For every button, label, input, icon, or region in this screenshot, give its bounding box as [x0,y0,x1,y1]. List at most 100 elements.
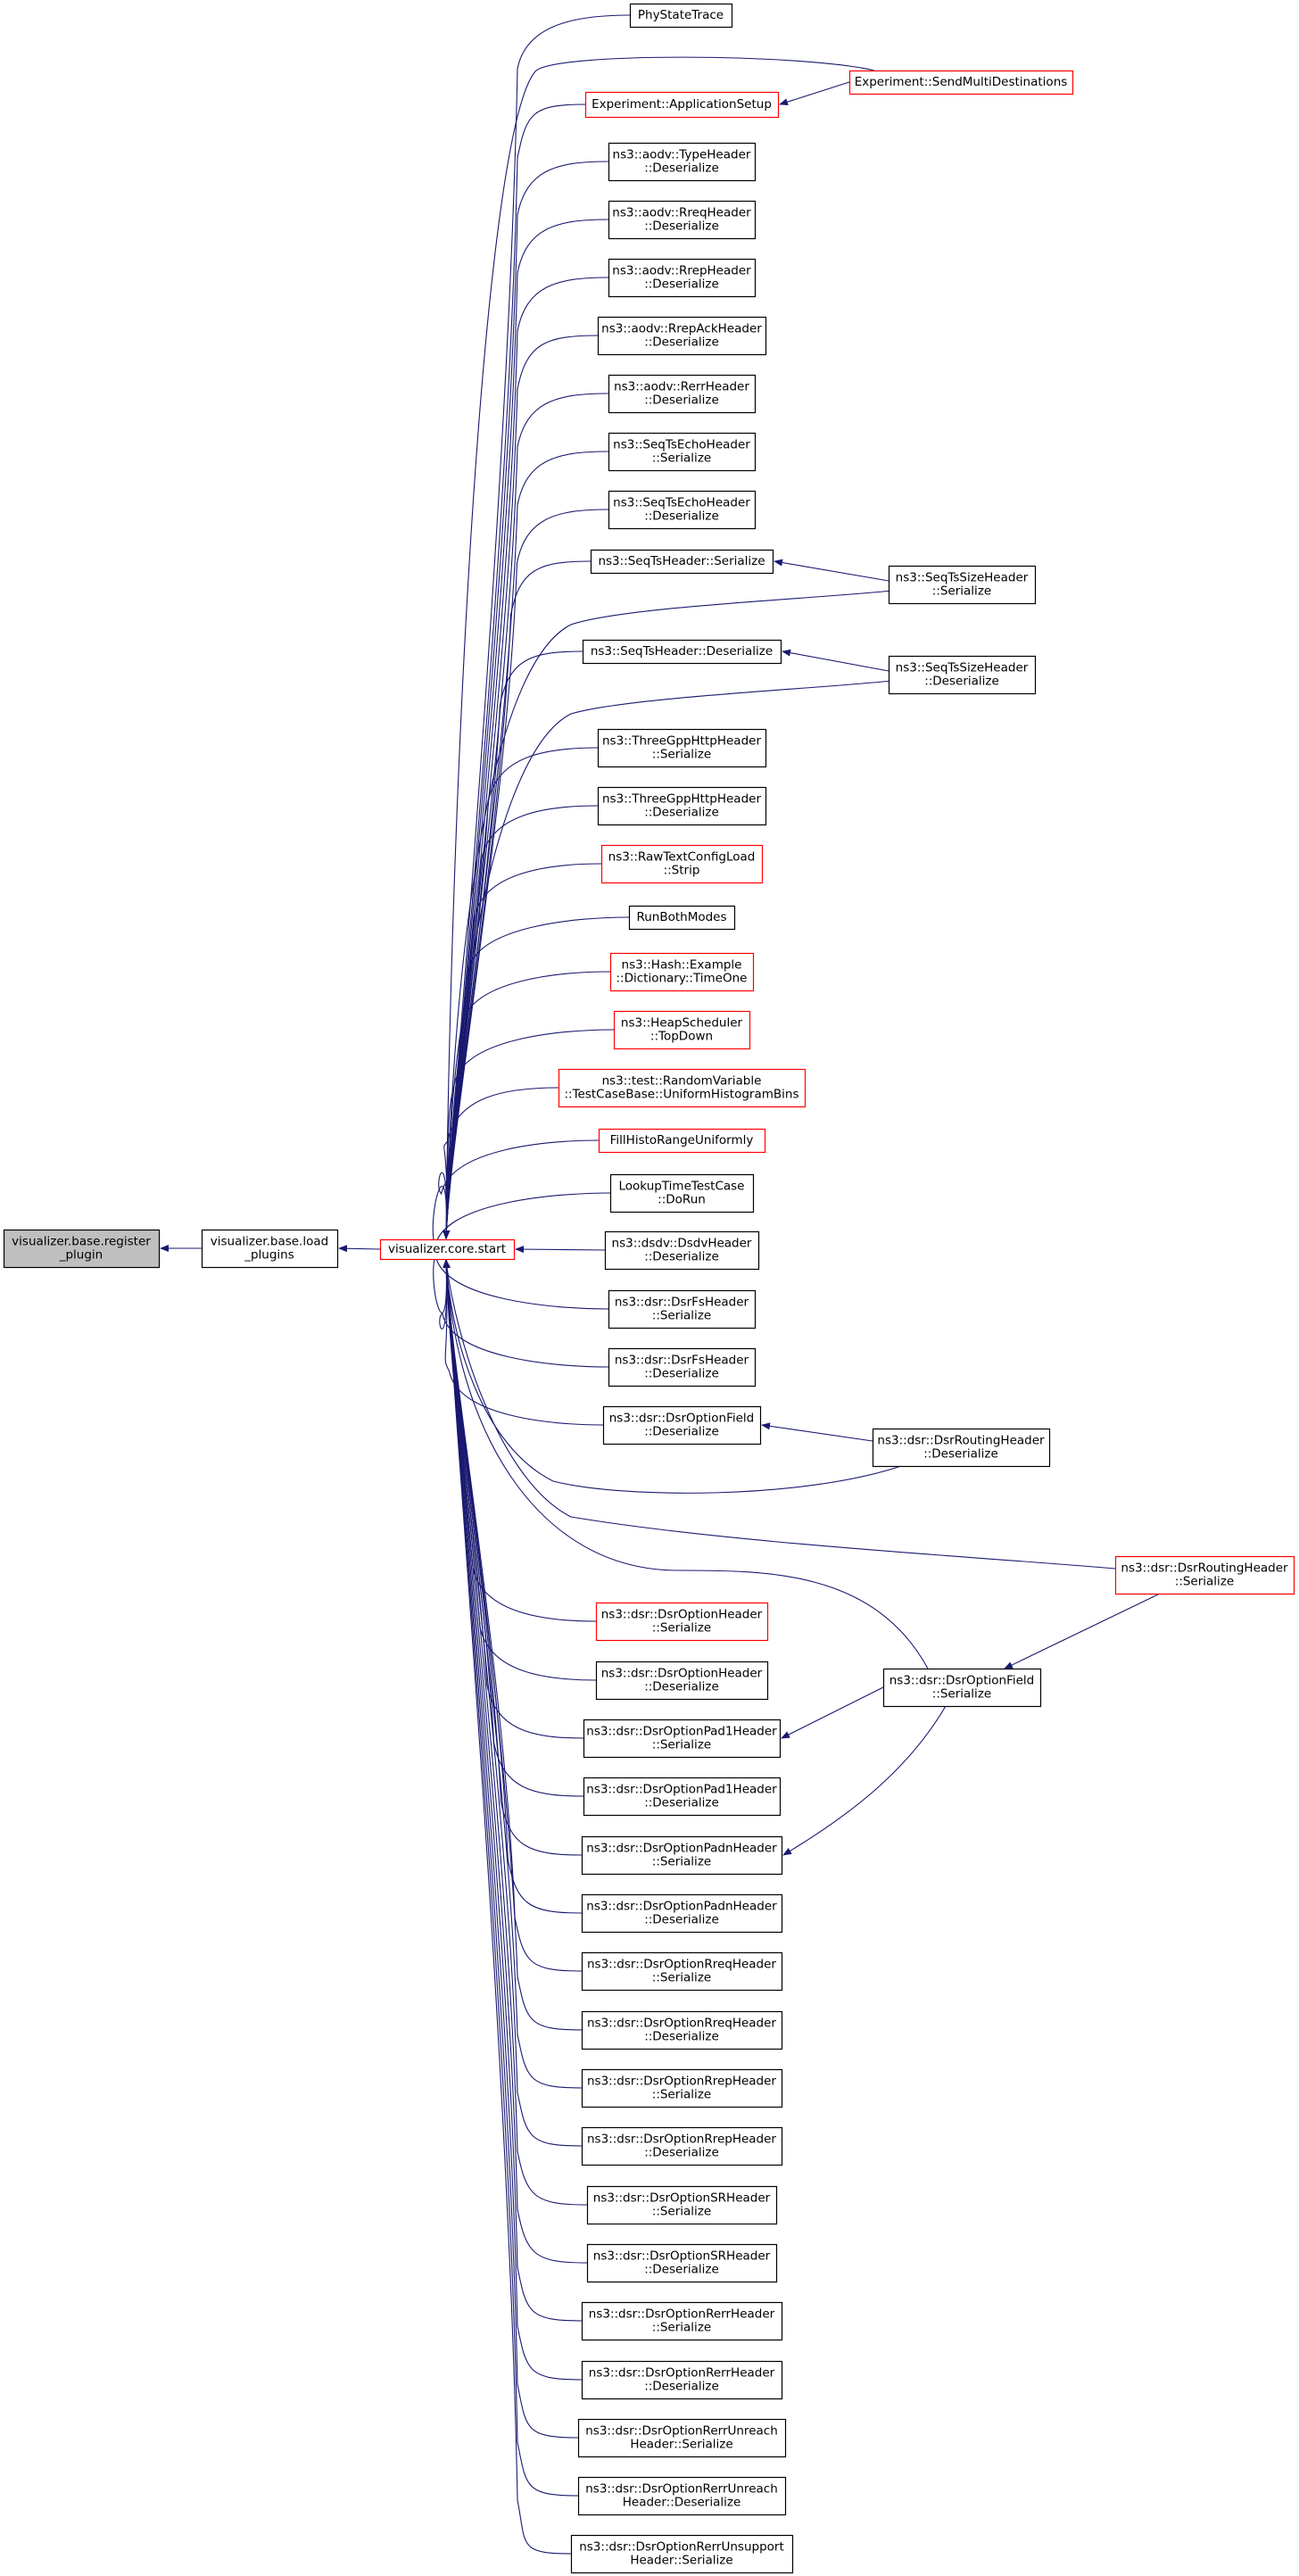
node-ns3-seqtssizeheader-deserialize[interactable]: ns3::SeqTsSizeHeader::Deserialize [888,655,1037,695]
call-edge [443,1259,929,1669]
call-edge [443,747,599,1239]
node-fillhistorangeuniformly[interactable]: FillHistoRangeUniformly [598,1128,766,1154]
node-box [597,728,767,768]
node-ns3-dsdv-dsdvheader-deserialize[interactable]: ns3::dsdv::DsdvHeader::Deserialize [604,1230,760,1271]
node-label: ::Deserialize [644,1250,719,1264]
call-edge [443,1259,583,2322]
node-label: ::Serialize [652,1971,711,1985]
node-experiment-sendmultidestinations[interactable]: Experiment::SendMultiDestinations [848,70,1074,95]
node-ns3-dsr-dsroptionfield-serialize[interactable]: ns3::dsr::DsrOptionField::Serialize [882,1668,1042,1708]
node-box [608,1347,757,1387]
node-ns3-heapscheduler-topdown[interactable]: ns3::HeapScheduler::TopDown [613,1010,751,1050]
node-box [628,905,736,931]
node-box [590,549,774,575]
call-edge [432,1185,611,1247]
node-ns3-seqtsheader-deserialize[interactable]: ns3::SeqTsHeader::Deserialize [582,639,782,665]
node-ns3-threegpphttpheader-serialize[interactable]: ns3::ThreeGppHttpHeader::Serialize [597,728,767,768]
call-edge [443,863,602,1239]
node-box [581,2010,783,2050]
node-label: ns3::dsr::DsrOptionRrepHeader [587,2075,776,2089]
node-box [608,1289,757,1329]
node-box [201,1229,339,1269]
node-label: ns3::dsr::DsrOptionRerrUnreach [585,2482,778,2497]
node-lookuptimetestcase-dorun[interactable]: LookupTimeTestCase::DoRun [609,1173,755,1213]
node-ns3-seqtssizeheader-serialize[interactable]: ns3::SeqTsSizeHeader::Serialize [888,565,1037,605]
node-label: ns3::dsdv::DsdvHeader [612,1237,752,1251]
node-visualizer-core-start[interactable]: visualizer.core.start [379,1238,516,1261]
call-edge [443,560,592,1239]
node-phystatetrace[interactable]: PhyStateTrace [629,3,733,29]
call-edge [443,680,893,1239]
node-box [872,1428,1051,1468]
node-visualizer-base-register-plugin[interactable]: visualizer.base.register_plugin [3,1229,161,1269]
node-ns3-aodv-rrepackheader-deserialize[interactable]: ns3::aodv::RrepAckHeader::Deserialize [597,316,767,356]
node-label: ns3::dsr::DsrRoutingHeader [1121,1561,1288,1576]
node-ns3-aodv-typeheader-deserialize[interactable]: ns3::aodv::TypeHeader::Deserialize [608,142,757,182]
node-ns3-dsr-dsroptionrerrunreachheader-deserialize[interactable]: ns3::dsr::DsrOptionRerrUnreachHeader::De… [577,2476,787,2516]
call-edge [779,81,850,106]
node-ns3-dsr-dsroptionsrheader-deserialize[interactable]: ns3::dsr::DsrOptionSRHeader::Deserialize [586,2243,778,2283]
node-label: ns3::dsr::DsrOptionRerrHeader [589,2366,775,2381]
node-ns3-dsr-dsroptionrreqheader-serialize[interactable]: ns3::dsr::DsrOptionRreqHeader::Serialize [581,1951,783,1992]
node-label: ::Deserialize [924,675,999,689]
node-ns3-dsr-dsrroutingheader-serialize[interactable]: ns3::dsr::DsrRoutingHeader::Serialize [1114,1555,1295,1595]
node-visualizer-base-load-plugins[interactable]: visualizer.base.load_plugins [201,1229,339,1269]
node-box [379,1238,516,1261]
node-experiment-applicationsetup[interactable]: Experiment::ApplicationSetup [584,91,780,119]
node-ns3-dsr-dsroptionrerrunsupportheader-serialize[interactable]: ns3::dsr::DsrOptionRerrUnsupportHeader::… [570,2534,794,2574]
node-ns3-aodv-rerrheader-deserialize[interactable]: ns3::aodv::RerrHeader::Deserialize [608,374,757,414]
node-ns3-seqtsechoheader-serialize[interactable]: ns3::SeqTsEchoHeader::Serialize [608,432,757,472]
node-ns3-hash-example-dictionary-timeone[interactable]: ns3::Hash::Example::Dictionary::TimeOne [609,952,755,992]
node-ns3-dsr-dsrroutingheader-deserialize[interactable]: ns3::dsr::DsrRoutingHeader::Deserialize [872,1428,1051,1468]
node-label: ::Deserialize [644,2030,719,2044]
node-label: ns3::dsr::DsrOptionPad1Header [586,1783,777,1797]
node-label: _plugins [244,1248,294,1263]
node-ns3-seqtsheader-serialize[interactable]: ns3::SeqTsHeader::Serialize [590,549,774,575]
node-box [581,2360,783,2400]
call-edge [761,1422,873,1442]
node-ns3-dsr-dsroptionheader-deserialize[interactable]: ns3::dsr::DsrOptionHeader::Deserialize [595,1661,769,1701]
node-box [609,952,755,992]
node-ns3-threegpphttpheader-deserialize[interactable]: ns3::ThreeGppHttpHeader::Deserialize [597,786,767,826]
node-ns3-dsr-dsroptionrerrheader-serialize[interactable]: ns3::dsr::DsrOptionRerrHeader::Serialize [581,2301,783,2341]
node-ns3-dsr-dsroptionpad1header-serialize[interactable]: ns3::dsr::DsrOptionPad1Header::Serialize [583,1719,782,1759]
node-ns3-dsr-dsroptionpadnheader-deserialize[interactable]: ns3::dsr::DsrOptionPadnHeader::Deseriali… [581,1893,783,1934]
node-ns3-rawtextconfigload-strip[interactable]: ns3::RawTextConfigLoad::Strip [600,844,764,884]
node-label: ns3::ThreeGppHttpHeader [602,734,761,749]
node-label: ns3::dsr::DsrOptionPad1Header [586,1725,777,1739]
node-ns3-dsr-dsrfsheader-deserialize[interactable]: ns3::dsr::DsrFsHeader::Deserialize [608,1347,757,1387]
node-box [600,844,764,884]
node-ns3-dsr-dsroptionheader-serialize[interactable]: ns3::dsr::DsrOptionHeader::Serialize [595,1602,769,1642]
node-box [577,2418,787,2458]
node-ns3-test-randomvariable-testcasebase-uniformhistogrambins[interactable]: ns3::test::RandomVariable::TestCaseBase:… [558,1068,807,1108]
node-label: ns3::dsr::DsrOptionRrepHeader [587,2133,776,2147]
node-box [584,91,780,119]
node-ns3-aodv-rreqheader-deserialize[interactable]: ns3::aodv::RreqHeader::Deserialize [608,200,757,240]
node-ns3-dsr-dsroptionrerrheader-deserialize[interactable]: ns3::dsr::DsrOptionRerrHeader::Deseriali… [581,2360,783,2400]
call-edge [443,1259,902,1494]
node-label: ns3::aodv::RrepHeader [612,264,751,278]
node-ns3-dsr-dsrfsheader-serialize[interactable]: ns3::dsr::DsrFsHeader::Serialize [608,1289,757,1329]
node-ns3-seqtsechoheader-deserialize[interactable]: ns3::SeqTsEchoHeader::Deserialize [608,490,757,530]
node-ns3-dsr-dsroptionfield-deserialize[interactable]: ns3::dsr::DsrOptionField::Deserialize [602,1405,762,1445]
node-ns3-dsr-dsroptionrreqheader-deserialize[interactable]: ns3::dsr::DsrOptionRreqHeader::Deseriali… [581,2010,783,2050]
node-ns3-dsr-dsroptionrrepheader-deserialize[interactable]: ns3::dsr::DsrOptionRrepHeader::Deseriali… [581,2126,783,2166]
node-label: ns3::dsr::DsrOptionRerrUnsupport [579,2540,784,2555]
node-ns3-dsr-dsroptionpadnheader-serialize[interactable]: ns3::dsr::DsrOptionPadnHeader::Serialize [581,1835,783,1876]
node-box [598,1128,766,1154]
node-ns3-aodv-rrepheader-deserialize[interactable]: ns3::aodv::RrepHeader::Deserialize [608,258,757,298]
node-ns3-dsr-dsroptionsrheader-serialize[interactable]: ns3::dsr::DsrOptionSRHeader::Serialize [586,2185,778,2225]
node-label: ns3::Hash::Example [622,958,742,973]
call-edge [443,509,609,1239]
node-label: ::Deserialize [644,1367,719,1381]
call-edge [781,1686,884,1739]
node-label: Header::Deserialize [623,2496,741,2510]
node-ns3-dsr-dsroptionpad1header-deserialize[interactable]: ns3::dsr::DsrOptionPad1Header::Deseriali… [583,1777,782,1817]
node-box [604,1230,760,1271]
node-ns3-dsr-dsroptionrrepheader-serialize[interactable]: ns3::dsr::DsrOptionRrepHeader::Serialize [581,2068,783,2108]
node-ns3-dsr-dsroptionrerrunreachheader-serialize[interactable]: ns3::dsr::DsrOptionRerrUnreachHeader::Se… [577,2418,787,2458]
node-label: ::Serialize [932,1687,991,1702]
node-label: ::Deserialize [644,509,719,524]
node-runbothmodes[interactable]: RunBothModes [628,905,736,931]
node-box [608,142,757,182]
